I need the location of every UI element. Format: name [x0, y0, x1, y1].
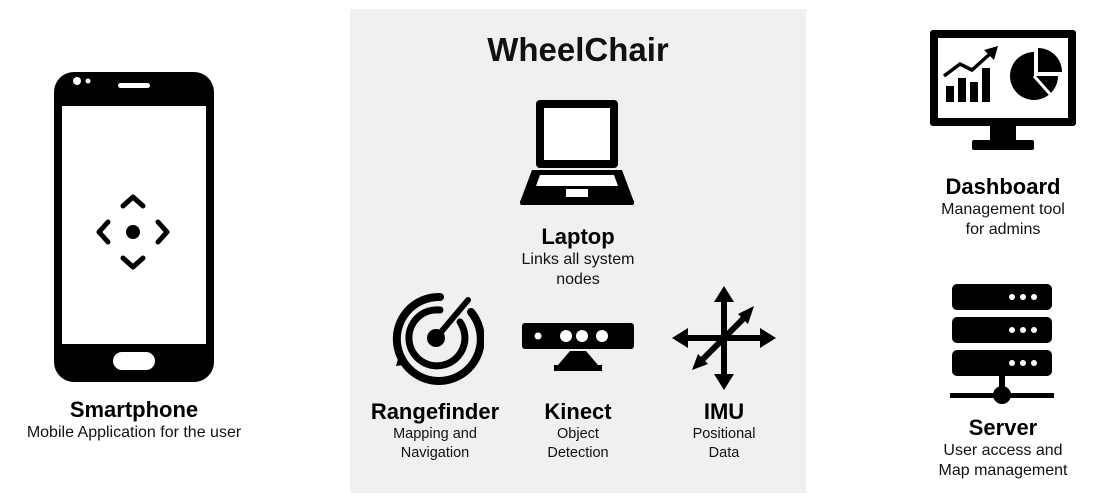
smartphone-title: Smartphone — [69, 397, 199, 422]
axes-icon — [672, 286, 776, 390]
kinect-desc-line2: Detection — [547, 445, 609, 461]
wheelchair-title: WheelChair — [487, 31, 669, 68]
imu-desc-line1: Positional — [692, 426, 756, 442]
kinect-node: Kinect Object Detection — [508, 399, 648, 463]
kinect-icon — [522, 323, 634, 371]
radar-icon — [392, 292, 484, 385]
laptop-title: Laptop — [541, 224, 615, 249]
rangefinder-node: Rangefinder Mapping and Navigation — [360, 399, 510, 463]
imu-desc-line2: Data — [708, 445, 740, 461]
kinect-title: Kinect — [544, 399, 612, 424]
rangefinder-title: Rangefinder — [370, 399, 500, 424]
server-desc-line2: Map management — [938, 462, 1068, 479]
server-node: Server User access and Map management — [903, 415, 1103, 481]
smartphone-node: Smartphone Mobile Application for the us… — [0, 397, 268, 443]
server-title: Server — [968, 415, 1038, 440]
dashboard-node: Dashboard Management tool for admins — [903, 174, 1103, 240]
rangefinder-desc-line2: Navigation — [400, 445, 470, 461]
laptop-icon — [520, 100, 634, 205]
monitor-chart-icon — [930, 30, 1076, 150]
imu-node: IMU Positional Data — [658, 399, 790, 463]
rangefinder-desc-line1: Mapping and — [393, 426, 477, 442]
laptop-desc-line1: Links all system — [521, 251, 635, 268]
server-rack-icon — [950, 284, 1054, 404]
smartphone-icon — [54, 72, 214, 382]
smartphone-desc: Mobile Application for the user — [26, 424, 242, 441]
laptop-node: Laptop Links all system nodes — [478, 224, 678, 290]
imu-title: IMU — [703, 399, 745, 424]
server-desc-line1: User access and — [943, 442, 1063, 459]
kinect-desc-line1: Object — [557, 426, 599, 442]
laptop-desc-line2: nodes — [556, 271, 600, 288]
dashboard-title: Dashboard — [945, 174, 1061, 199]
dashboard-desc-line2: for admins — [965, 221, 1041, 238]
wheelchair-panel — [350, 9, 806, 493]
dashboard-desc-line1: Management tool — [941, 201, 1065, 218]
